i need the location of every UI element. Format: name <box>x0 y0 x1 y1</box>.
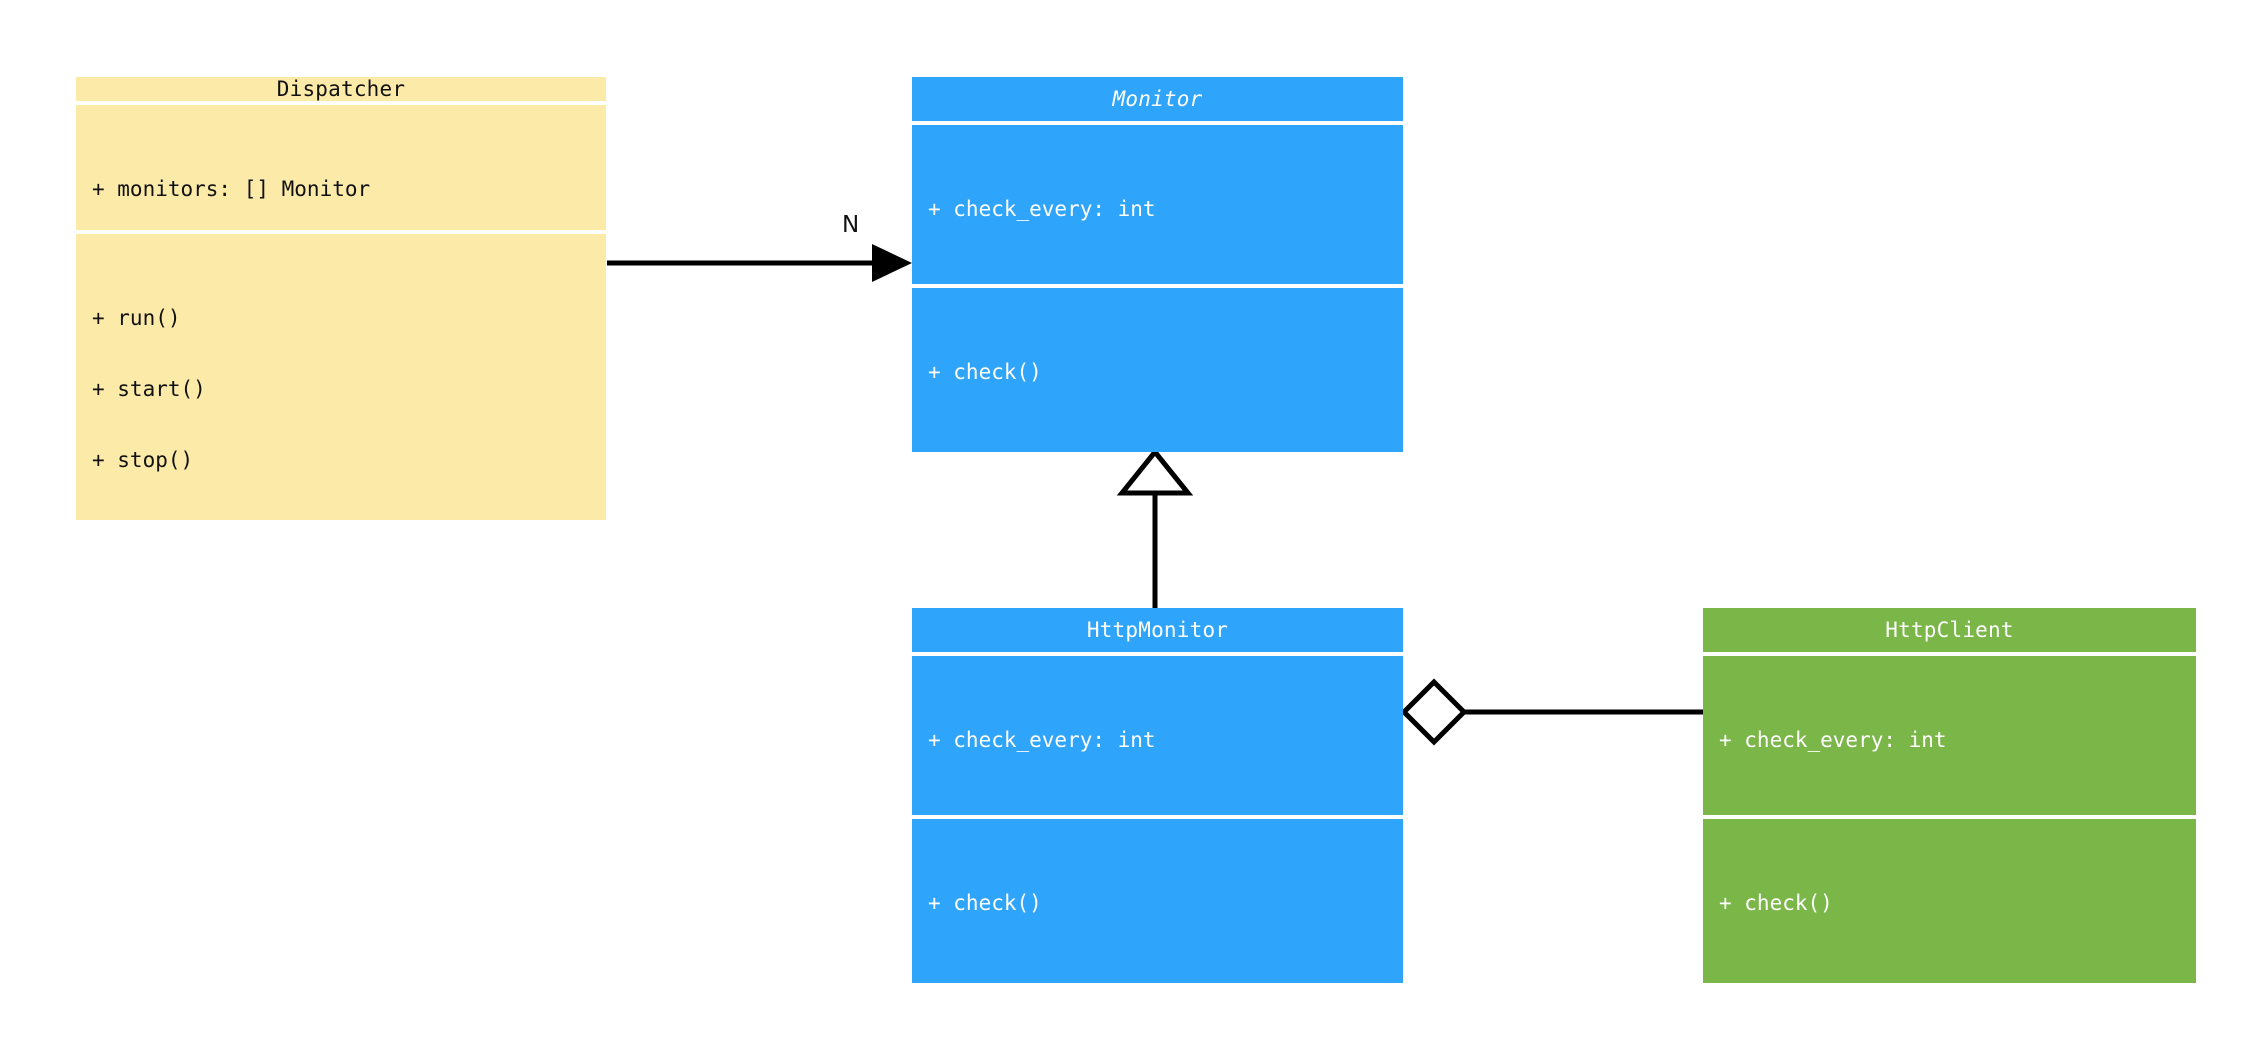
attribute-item: + check_every: int <box>928 197 1156 222</box>
method-item: + stop() <box>92 448 194 473</box>
compartment-divider <box>76 101 606 105</box>
attribute-item: + monitors: [] Monitor <box>92 177 371 202</box>
attributes-compartment-httpclient: + check_every: int <box>1703 656 2196 815</box>
method-item: + run() <box>92 306 181 331</box>
class-title-httpclient: HttpClient <box>1703 608 2196 652</box>
class-box-dispatcher[interactable]: Dispatcher + monitors: [] Monitor + run(… <box>76 77 606 521</box>
class-box-monitor[interactable]: Monitor + check_every: int + check() <box>912 77 1403 452</box>
attributes-compartment-monitor: + check_every: int <box>912 125 1403 284</box>
class-title-httpmonitor: HttpMonitor <box>912 608 1403 652</box>
methods-compartment-monitor: + check() <box>912 288 1403 452</box>
association-multiplicity-label: N <box>842 212 860 238</box>
compartment-divider <box>912 652 1403 656</box>
method-item: + check() <box>1719 891 1833 916</box>
methods-compartment-httpmonitor: + check() <box>912 819 1403 983</box>
method-item: + check() <box>928 891 1042 916</box>
method-item: + check() <box>928 360 1042 385</box>
method-item: + start() <box>92 377 206 402</box>
methods-compartment-httpclient: + check() <box>1703 819 2196 983</box>
aggregation-httpmonitor-to-httpclient[interactable] <box>1400 678 1703 746</box>
compartment-divider <box>1703 652 2196 656</box>
class-box-httpclient[interactable]: HttpClient + check_every: int + check() <box>1703 608 2196 983</box>
compartment-divider <box>912 284 1403 288</box>
filled-arrowhead-icon <box>872 244 912 282</box>
attribute-item: + check_every: int <box>928 728 1156 753</box>
compartment-divider <box>912 121 1403 125</box>
class-box-httpmonitor[interactable]: HttpMonitor + check_every: int + check() <box>912 608 1403 983</box>
compartment-divider <box>912 815 1403 819</box>
attributes-compartment-httpmonitor: + check_every: int <box>912 656 1403 815</box>
generalization-httpmonitor-to-monitor[interactable] <box>1116 448 1194 608</box>
hollow-triangle-arrowhead-icon <box>1116 448 1194 496</box>
class-title-dispatcher: Dispatcher <box>76 77 606 101</box>
compartment-divider <box>76 230 606 234</box>
methods-compartment-dispatcher: + run() + start() + stop() <box>76 234 606 521</box>
association-dispatcher-to-monitor[interactable] <box>607 244 912 282</box>
class-title-monitor: Monitor <box>912 77 1403 121</box>
hollow-diamond-icon <box>1400 678 1468 746</box>
attribute-item: + check_every: int <box>1719 728 1947 753</box>
attributes-compartment-dispatcher: + monitors: [] Monitor <box>76 105 606 230</box>
compartment-divider <box>1703 815 2196 819</box>
